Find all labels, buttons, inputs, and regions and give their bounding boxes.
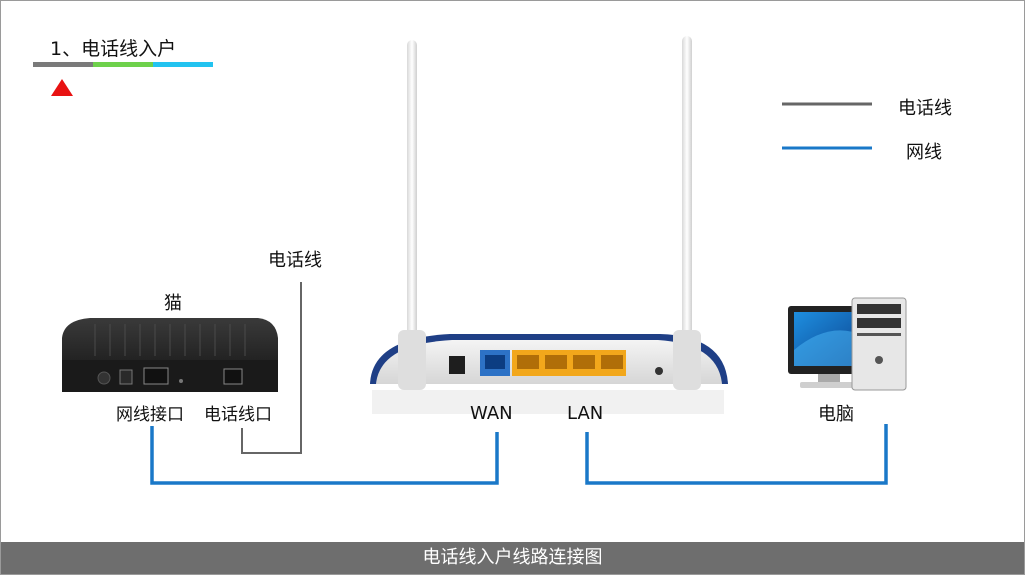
computer-label: 电脑 bbox=[818, 404, 854, 425]
modem-phone-port-label: 电话线口 bbox=[204, 405, 272, 425]
modem-net-port-label: 网线接口 bbox=[116, 405, 184, 425]
step-marker-icon bbox=[51, 79, 73, 96]
desktop-computer-icon bbox=[788, 297, 907, 391]
router-lan-label: LAN bbox=[567, 403, 604, 424]
modem-label: 猫 bbox=[164, 293, 182, 314]
phone-line-label: 电话线 bbox=[268, 250, 322, 271]
phone-line-wire bbox=[241, 282, 302, 454]
diagram-caption: 电话线入户线路连接图 bbox=[1, 542, 1024, 574]
router-wan-label: WAN bbox=[470, 403, 513, 424]
step-tab-2[interactable] bbox=[93, 62, 153, 67]
lan-to-computer-cable bbox=[585, 424, 888, 485]
step-progress-bar bbox=[33, 62, 213, 67]
wireless-router-icon bbox=[370, 36, 728, 414]
step-tab-1[interactable] bbox=[33, 62, 93, 67]
modem-to-wan-cable bbox=[150, 426, 499, 485]
legend-network-line-label: 网线 bbox=[906, 142, 942, 163]
step-tab-3[interactable] bbox=[153, 62, 213, 67]
step-title: 1、电话线入户 bbox=[50, 38, 177, 60]
legend-phone-line-label: 电话线 bbox=[898, 98, 952, 119]
modem-device-icon bbox=[62, 318, 278, 392]
